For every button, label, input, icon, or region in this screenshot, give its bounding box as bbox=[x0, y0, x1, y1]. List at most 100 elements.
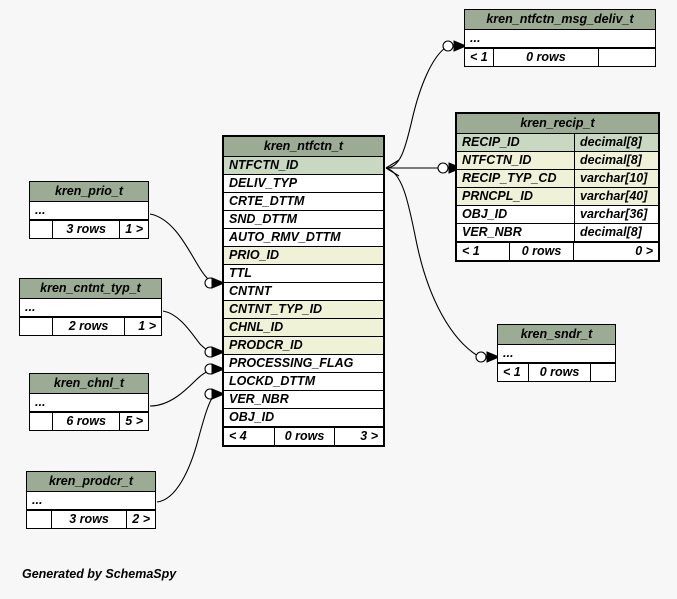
entity-row[interactable]: NTFCTN_ID decimal[8] bbox=[457, 152, 658, 170]
entity-row[interactable]: PROCESSING_FLAG bbox=[224, 355, 383, 373]
column-name: DELIV_TYP bbox=[229, 176, 298, 190]
column-name: OBJ_ID bbox=[229, 410, 275, 424]
footer-rowcount: 0 rows bbox=[528, 364, 591, 381]
footer-parents bbox=[20, 318, 52, 335]
column-name: NTFCTN_ID bbox=[462, 153, 532, 167]
zero-marker-chnl bbox=[204, 363, 216, 375]
entity-row[interactable]: TTL bbox=[224, 265, 383, 283]
zero-marker-cntnt-typ bbox=[204, 346, 216, 358]
crowsfoot-ntfctn-hub bbox=[385, 159, 400, 177]
footer-rowcount: 0 rows bbox=[274, 428, 335, 445]
entity-row[interactable]: CHNL_ID bbox=[224, 319, 383, 337]
column-name: VER_NBR bbox=[462, 225, 522, 239]
footer-children bbox=[591, 364, 615, 381]
footer-rowcount: 0 rows bbox=[492, 49, 599, 66]
column-name: ... bbox=[32, 493, 43, 507]
entity-row[interactable]: DELIV_TYP bbox=[224, 175, 383, 193]
zero-marker-recip bbox=[437, 162, 449, 174]
zero-marker-sndr bbox=[475, 351, 487, 363]
edge-ntfctn-to-msg-deliv bbox=[385, 47, 446, 169]
entity-row[interactable]: VER_NBR bbox=[224, 391, 383, 409]
column-name: AUTO_RMV_DTTM bbox=[229, 230, 341, 244]
column-name: ... bbox=[503, 346, 514, 360]
entity-kren-prodcr-t[interactable]: kren_prodcr_t ... 3 rows 2 > bbox=[26, 471, 156, 529]
edge-prio-to-ntfctn bbox=[149, 213, 216, 284]
entity-row[interactable]: RECIP_ID decimal[8] bbox=[457, 134, 658, 152]
entity-row[interactable]: VER_NBR decimal[8] bbox=[457, 224, 658, 242]
footer-children: 2 > bbox=[132, 512, 150, 526]
edge-prodcr-to-ntfctn bbox=[156, 393, 216, 503]
entity-title: kren_prio_t bbox=[30, 182, 148, 202]
entity-row[interactable]: PRODCR_ID bbox=[224, 337, 383, 355]
footer-rowcount: 2 rows bbox=[52, 318, 125, 335]
entity-title: kren_chnl_t bbox=[30, 374, 148, 394]
footer-rowcount: 0 rows bbox=[509, 243, 574, 260]
generated-by-credit: Generated by SchemaSpy bbox=[22, 567, 177, 581]
footer-parents bbox=[30, 413, 52, 430]
footer-parents: < 4 bbox=[229, 429, 247, 443]
entity-title: kren_ntfctn_msg_deliv_t bbox=[465, 10, 655, 30]
column-name: CRTE_DTTM bbox=[229, 194, 305, 208]
entity-kren-ntfctn-t[interactable]: kren_ntfctn_t NTFCTN_ID DELIV_TYP CRTE_D… bbox=[222, 135, 385, 447]
zero-marker-msg-deliv bbox=[442, 40, 454, 52]
entity-row[interactable]: ... bbox=[498, 345, 615, 363]
entity-footer: < 1 0 rows 0 > bbox=[457, 242, 658, 260]
column-name: CHNL_ID bbox=[229, 320, 284, 334]
footer-parents: < 1 bbox=[470, 50, 488, 64]
entity-footer: < 1 0 rows bbox=[465, 48, 655, 66]
edge-chnl-to-ntfctn bbox=[149, 368, 216, 407]
entity-row[interactable]: PRNCPL_ID varchar[40] bbox=[457, 188, 658, 206]
column-type: decimal[8] bbox=[574, 134, 658, 151]
footer-children: 5 > bbox=[125, 414, 143, 428]
entity-row[interactable]: ... bbox=[27, 492, 155, 510]
entity-row[interactable]: LOCKD_DTTM bbox=[224, 373, 383, 391]
entity-kren-prio-t[interactable]: kren_prio_t ... 3 rows 1 > bbox=[29, 181, 149, 239]
entity-row[interactable]: CRTE_DTTM bbox=[224, 193, 383, 211]
entity-row[interactable]: ... bbox=[20, 299, 161, 317]
column-name: LOCKD_DTTM bbox=[229, 374, 316, 388]
footer-rowcount: 6 rows bbox=[52, 413, 121, 430]
column-name: CNTNT bbox=[229, 284, 272, 298]
entity-row[interactable]: OBJ_ID varchar[36] bbox=[457, 206, 658, 224]
column-name: PRNCPL_ID bbox=[462, 189, 533, 203]
footer-parents: < 1 bbox=[462, 244, 480, 258]
entity-title: kren_ntfctn_t bbox=[224, 137, 383, 157]
entity-row[interactable]: RECIP_TYP_CD varchar[10] bbox=[457, 170, 658, 188]
entity-footer: 3 rows 1 > bbox=[30, 220, 148, 238]
entity-kren-chnl-t[interactable]: kren_chnl_t ... 6 rows 5 > bbox=[29, 373, 149, 431]
entity-row[interactable]: NTFCTN_ID bbox=[224, 157, 383, 175]
entity-row[interactable]: AUTO_RMV_DTTM bbox=[224, 229, 383, 247]
column-type: decimal[8] bbox=[574, 152, 658, 169]
column-name: PRIO_ID bbox=[229, 248, 280, 262]
column-type: varchar[10] bbox=[574, 170, 658, 187]
entity-row[interactable]: ... bbox=[30, 394, 148, 412]
entity-kren-ntfctn-msg-deliv-t[interactable]: kren_ntfctn_msg_deliv_t ... < 1 0 rows bbox=[464, 9, 656, 67]
column-name: PRODCR_ID bbox=[229, 338, 303, 352]
entity-kren-sndr-t[interactable]: kren_sndr_t ... < 1 0 rows bbox=[497, 324, 616, 382]
footer-children: 0 > bbox=[635, 244, 653, 258]
entity-footer: 3 rows 2 > bbox=[27, 510, 155, 528]
column-name: SND_DTTM bbox=[229, 212, 298, 226]
entity-title: kren_recip_t bbox=[457, 114, 658, 134]
entity-row[interactable]: CNTNT bbox=[224, 283, 383, 301]
entity-row[interactable]: ... bbox=[30, 202, 148, 220]
footer-children: 1 > bbox=[125, 222, 143, 236]
entity-row[interactable]: CNTNT_TYP_ID bbox=[224, 301, 383, 319]
zero-marker-prodcr bbox=[204, 388, 216, 400]
zero-marker-prio bbox=[204, 277, 216, 289]
footer-children: 3 > bbox=[360, 429, 378, 443]
entity-row[interactable]: PRIO_ID bbox=[224, 247, 383, 265]
entity-kren-recip-t[interactable]: kren_recip_t RECIP_ID decimal[8] NTFCTN_… bbox=[455, 112, 660, 262]
entity-row[interactable]: SND_DTTM bbox=[224, 211, 383, 229]
entity-row[interactable]: OBJ_ID bbox=[224, 409, 383, 427]
footer-rowcount: 3 rows bbox=[52, 221, 121, 238]
entity-title: kren_prodcr_t bbox=[27, 472, 155, 492]
column-type: varchar[36] bbox=[574, 206, 658, 223]
footer-rowcount: 3 rows bbox=[51, 511, 127, 528]
column-name: NTFCTN_ID bbox=[229, 158, 299, 172]
column-name: RECIP_TYP_CD bbox=[462, 171, 557, 185]
entity-kren-cntnt-typ-t[interactable]: kren_cntnt_typ_t ... 2 rows 1 > bbox=[19, 278, 162, 336]
entity-footer: 6 rows 5 > bbox=[30, 412, 148, 430]
column-name: VER_NBR bbox=[229, 392, 289, 406]
entity-row[interactable]: ... bbox=[465, 30, 655, 48]
